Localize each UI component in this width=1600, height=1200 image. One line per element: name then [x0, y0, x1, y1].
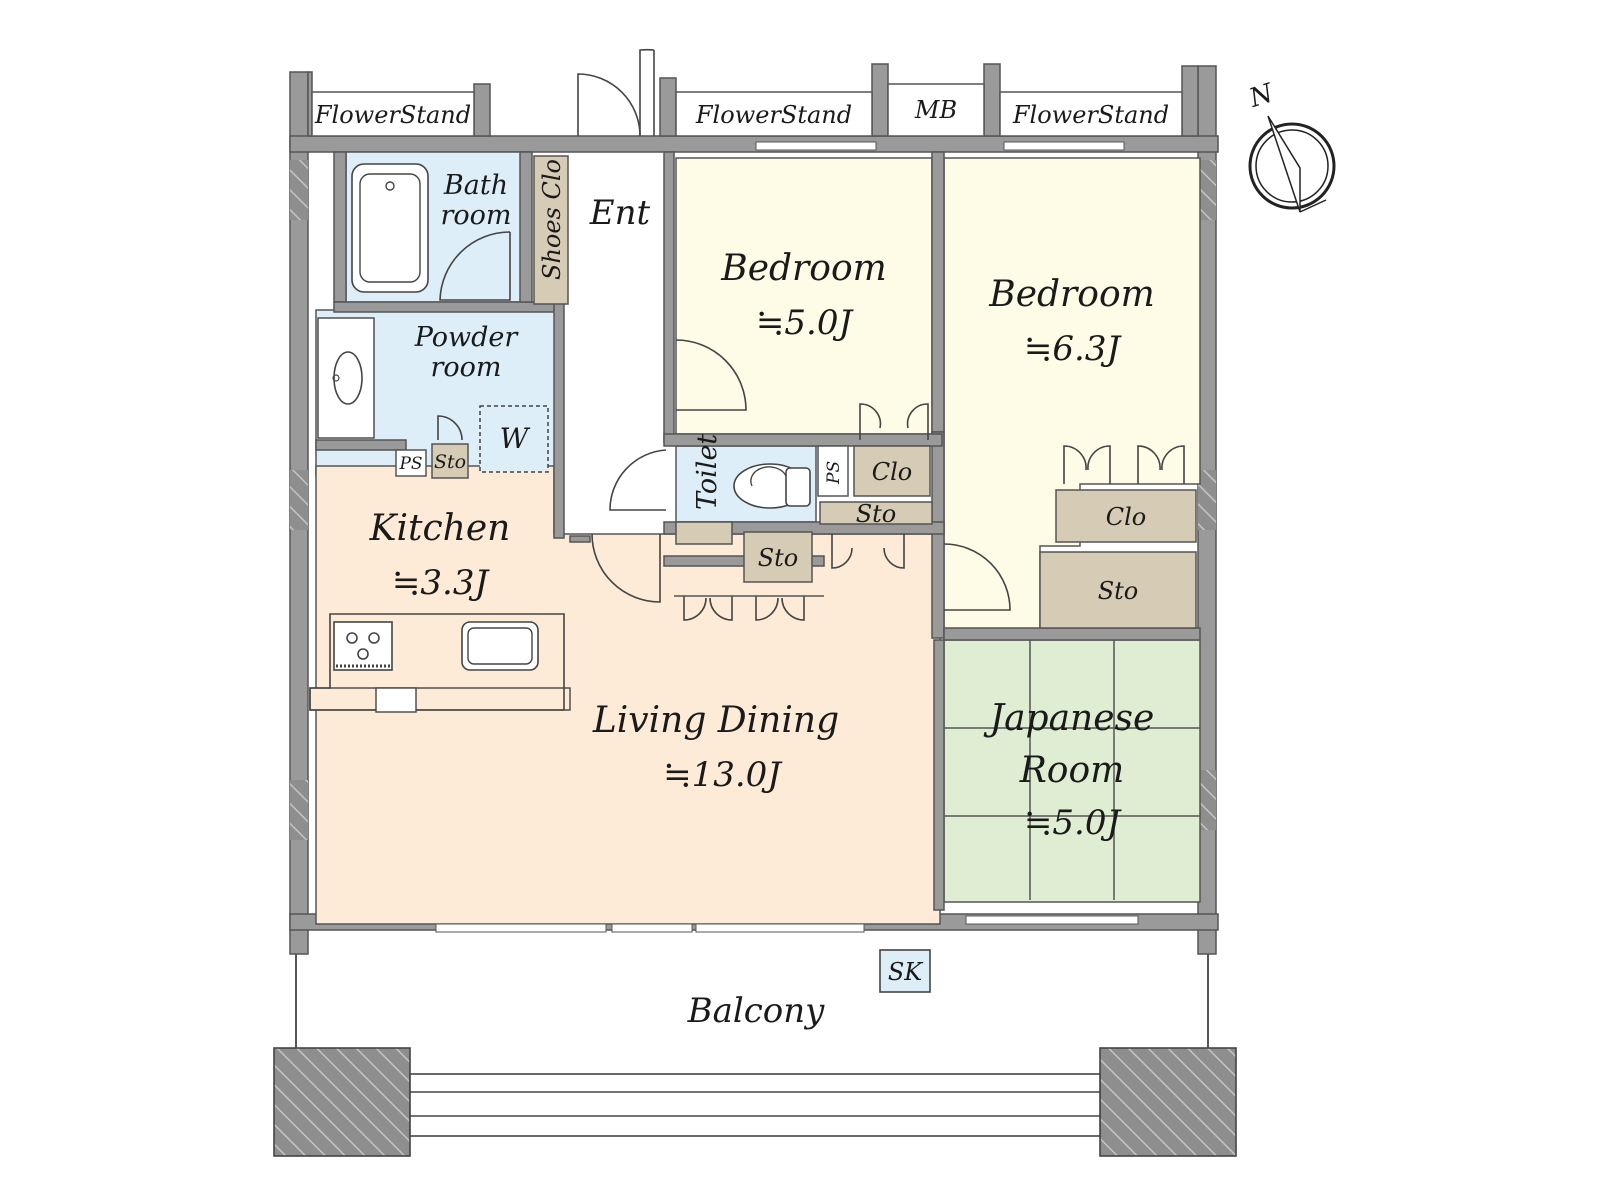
sk-box: SK — [879, 949, 931, 993]
japanese-room-area: ≒5.0J — [1024, 803, 1123, 843]
shoes-clo-label: Shoes Clo — [538, 159, 566, 280]
living-dining-name: Living Dining — [592, 700, 839, 741]
storage-right: Sto — [1039, 551, 1197, 629]
closet-right: Clo — [1055, 489, 1197, 543]
compass-north-label: N — [1245, 78, 1278, 114]
stove-icon — [333, 621, 393, 671]
bedroom1-area: ≒5.0J — [756, 303, 855, 343]
closet-center: Clo — [853, 445, 931, 497]
bathroom-label-2: room — [440, 200, 511, 231]
bedroom1-floor — [675, 157, 933, 435]
storage-center: Sto — [743, 531, 813, 583]
bedroom1-door — [675, 339, 747, 411]
bathroom-door — [439, 231, 511, 301]
flower-stand-mid-label: FlowerStand — [695, 101, 852, 129]
ent-label: Ent — [589, 193, 651, 233]
mb-label: MB — [914, 96, 957, 124]
entrance-door — [577, 73, 641, 137]
balcony: Balcony SK — [273, 949, 1237, 1157]
room-labels: Bath room Ent Powder room Toilet Bedroom… — [369, 170, 1155, 843]
ps-right-label: PS — [824, 461, 844, 485]
sink-icon — [461, 621, 539, 671]
toilet-door — [609, 449, 667, 511]
windows — [435, 141, 1139, 933]
flower-stand-left: FlowerStand — [311, 91, 475, 137]
interior-walls — [315, 151, 1201, 911]
doors — [437, 48, 1185, 621]
ps-left-label: PS — [398, 454, 422, 474]
compass-icon: N — [1245, 78, 1336, 213]
sto-center-top-label: Sto — [856, 500, 897, 528]
balcony-column-right — [1099, 1047, 1237, 1157]
japanese-room-name-1: Japanese — [983, 698, 1155, 739]
powder-room-label-2: room — [430, 352, 501, 383]
japanese-room-name-2: Room — [1019, 750, 1125, 791]
washbasin-icon — [317, 317, 375, 439]
bedroom2-name: Bedroom — [988, 274, 1155, 315]
mb-box: MB — [887, 83, 985, 137]
kitchen-area: ≒3.3J — [392, 563, 491, 603]
powder-room-label-1: Powder — [414, 322, 520, 353]
bathroom-label-1: Bath — [443, 170, 508, 201]
clo-right-label: Clo — [1106, 503, 1147, 531]
flower-stand-mid: FlowerStand — [675, 91, 873, 137]
storage-units: Shoes Clo PS Sto W PS Clo Sto — [395, 155, 1197, 629]
living-door — [591, 533, 661, 603]
clo-center-label: Clo — [872, 458, 913, 486]
ps-left-box: PS — [395, 449, 427, 477]
storage-center-top: Sto — [819, 500, 933, 528]
washer-space: W — [479, 405, 549, 473]
balcony-column-left — [273, 1047, 411, 1157]
flower-stand-right-label: FlowerStand — [1012, 101, 1169, 129]
sto-right-label: Sto — [1098, 577, 1139, 605]
toilet-icon — [733, 463, 811, 509]
sto-powder-label: Sto — [434, 451, 466, 473]
japanese-room-floor — [943, 639, 1201, 903]
sto-center-label: Sto — [758, 544, 799, 572]
bedroom2-door — [943, 543, 1011, 611]
toilet-side-storage — [675, 521, 733, 545]
ps-right-box: PS — [817, 445, 849, 497]
living-dining-area: ≒13.0J — [663, 755, 783, 795]
flower-stand-right: FlowerStand — [999, 91, 1183, 137]
shoes-closet: Shoes Clo — [533, 155, 569, 305]
toilet-label: Toilet — [692, 434, 723, 510]
flower-stand-left-label: FlowerStand — [314, 101, 471, 129]
sk-label: SK — [888, 958, 924, 986]
bathtub-icon — [351, 163, 429, 293]
tatami-grid — [944, 640, 1200, 900]
balcony-label: Balcony — [687, 991, 826, 1031]
powder-storage: Sto — [431, 443, 469, 479]
bedroom1-name: Bedroom — [720, 248, 887, 289]
kitchen-name: Kitchen — [369, 508, 511, 549]
bedroom2-area: ≒6.3J — [1024, 329, 1123, 369]
washer-label: W — [500, 422, 531, 455]
